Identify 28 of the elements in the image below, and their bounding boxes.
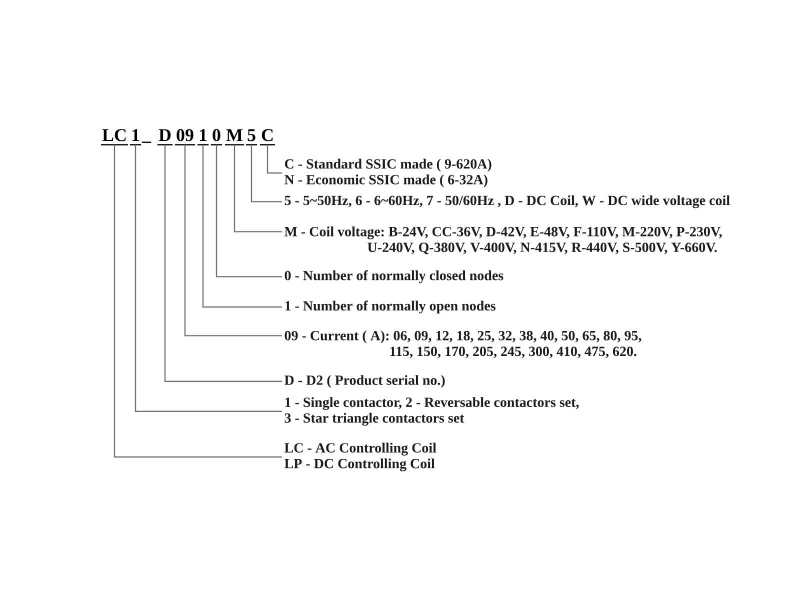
description-text: 0 - Number of normally closed nodes bbox=[284, 270, 504, 284]
leader-line bbox=[202, 144, 282, 308]
code-segment: D bbox=[157, 129, 173, 146]
leader-line bbox=[234, 144, 282, 232]
description-text: M - Coil voltage: B-24V, CC-36V, D-42V, E-48V, F-110V, M-220V, P-230V, U-240V, Q-380V, V-400V, N-415V, R-440V, S-500V, Y-660V. bbox=[284, 226, 722, 254]
leader-line bbox=[216, 144, 282, 278]
code-segment: 5 bbox=[246, 129, 258, 146]
code-segment: 1 bbox=[130, 129, 142, 146]
leader-line bbox=[184, 144, 282, 336]
description-text: D - D2 ( Product serial no.) bbox=[284, 375, 445, 388]
code-segment: LC bbox=[100, 129, 128, 146]
description-text: C - Standard SSIC made ( 9-620A) N - Economic SSIC made ( 6-32A) bbox=[284, 158, 492, 188]
code-segment: C bbox=[260, 129, 276, 146]
separator-dash: – bbox=[142, 142, 152, 143]
description-text: 09 - Current ( A): 06, 09, 12, 18, 25, 32, 38, 40, 50, 65, 80, 95, 115, 150, 170, 205, 245, 300, 410, 475, 620. bbox=[284, 330, 642, 358]
description-text: 1 - Number of normally open nodes bbox=[285, 300, 496, 314]
leader-line bbox=[164, 144, 282, 382]
description-text: 1 - Single contactor, 2 - Reversable contactors set, 3 - Star triangle contactors set bbox=[284, 397, 579, 426]
leader-line bbox=[250, 144, 282, 202]
code-segment: 0 bbox=[210, 129, 222, 146]
code-segment: 1 bbox=[197, 129, 209, 146]
description-text: LC - AC Controlling Coil LP - DC Controlling Coil bbox=[284, 442, 436, 472]
leader-line bbox=[134, 144, 282, 412]
leader-line bbox=[266, 144, 282, 174]
description-text: 5 - 5~50Hz, 6 - 6~60Hz, 7 - 50/60Hz , D - DC Coil, W - DC wide voltage coil bbox=[284, 195, 730, 208]
code-segment: M bbox=[224, 129, 244, 146]
leader-line bbox=[114, 144, 282, 458]
code-segment: 09 bbox=[174, 129, 196, 146]
